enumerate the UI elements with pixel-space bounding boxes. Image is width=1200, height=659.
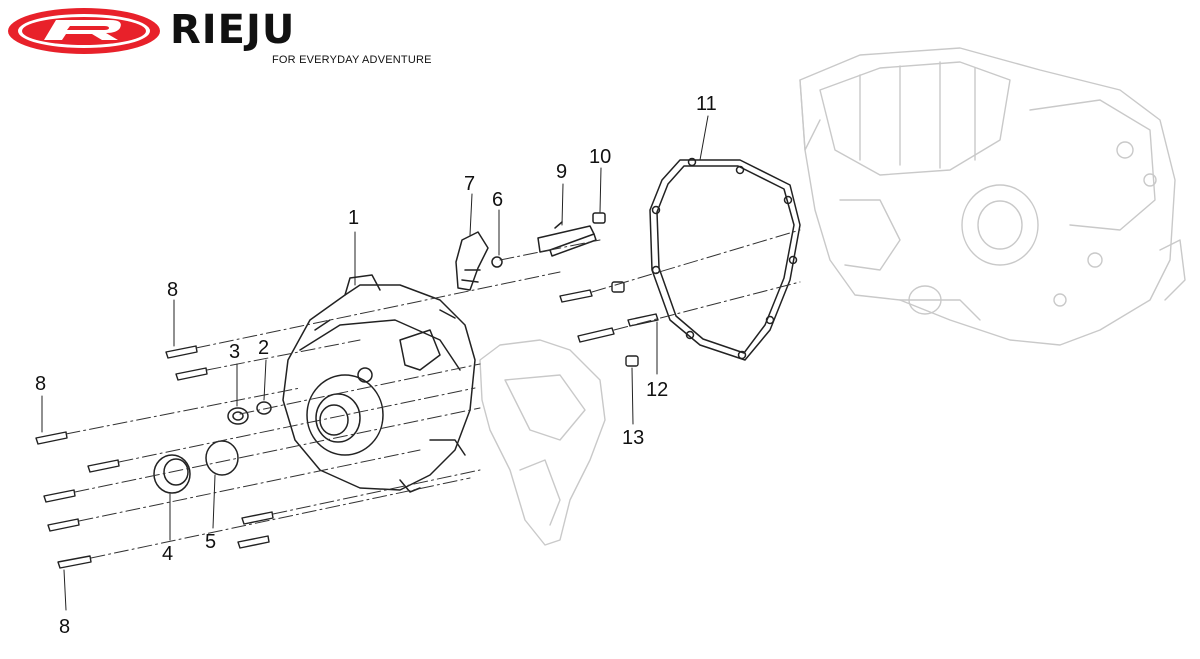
callout-13: 13 [622, 427, 644, 449]
callout-4: 4 [162, 543, 173, 565]
callout-8-bottom: 8 [59, 616, 70, 638]
callout-7: 7 [464, 173, 475, 195]
plate-part-9 [537, 221, 597, 257]
assembly-centerlines [65, 229, 801, 559]
callout-2: 2 [258, 337, 269, 359]
leader-lines [41, 115, 709, 611]
oring-part-5 [205, 440, 239, 476]
dowels-part-13 [611, 281, 639, 367]
washer-part-3 [227, 407, 249, 425]
brand-name: RIEJU [170, 7, 296, 53]
callout-10: 10 [589, 146, 611, 168]
gasket-part-11 [649, 157, 801, 361]
bolts-part-8 [35, 345, 274, 569]
callout-3: 3 [229, 341, 240, 363]
callout-12: 12 [646, 379, 668, 401]
plug-part-4 [153, 454, 191, 494]
engine-block-ghost [799, 47, 1186, 346]
callout-8-left: 8 [35, 373, 46, 395]
brand-tagline: FOR EVERYDAY ADVENTURE [272, 54, 432, 66]
screw-part-10 [592, 212, 606, 224]
callout-11: 11 [696, 93, 717, 115]
clutch-cover-part-1 [282, 274, 476, 493]
callout-labels: 1 2 3 4 5 6 7 8 8 8 9 10 11 12 13 [35, 93, 717, 638]
bolts-part-12 [559, 289, 659, 343]
callout-9: 9 [556, 161, 567, 183]
callout-1: 1 [348, 207, 359, 229]
rieju-logo [8, 8, 160, 54]
callout-5: 5 [205, 531, 216, 553]
sensor-part-7 [455, 231, 503, 291]
callout-6: 6 [492, 189, 503, 211]
callout-8-top: 8 [167, 279, 178, 301]
inner-cover-ghost [479, 339, 606, 546]
